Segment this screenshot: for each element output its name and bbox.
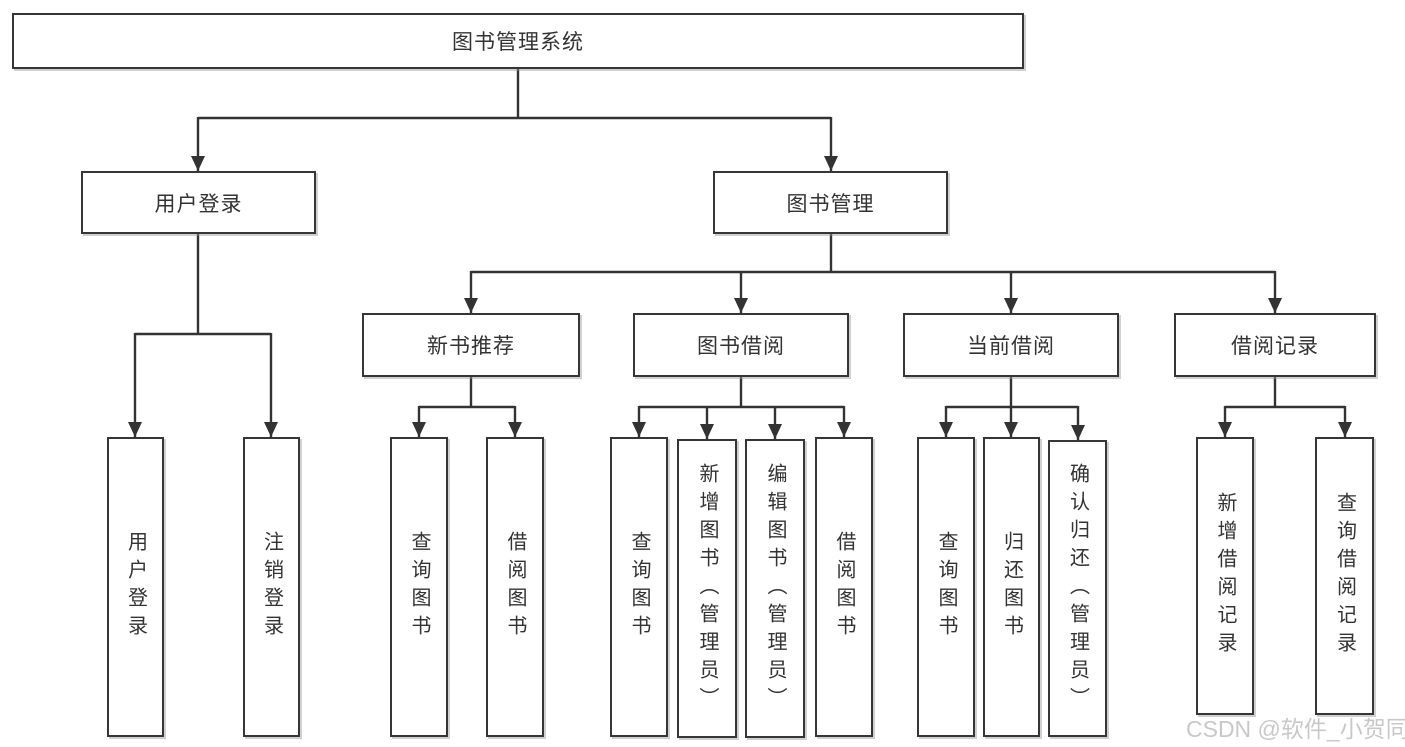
node-query-borrow-record: 查询借阅记录 — [1315, 437, 1374, 715]
node-borrow-records: 借阅记录 — [1174, 313, 1376, 377]
node-library-management-system: 图书管理系统 — [12, 13, 1024, 69]
node-label: 确认归还（管理员） — [1066, 462, 1089, 715]
csdn-watermark: CSDN @软件_小贺同学 — [1186, 716, 1405, 742]
node-label: 查询图书 — [408, 531, 430, 643]
node-edit-book-admin: 编辑图书（管理员） — [745, 439, 805, 738]
node-label: 新增图书（管理员） — [696, 462, 718, 715]
node-query-books-recommend: 查询图书 — [390, 437, 448, 737]
node-label: 查询借阅记录 — [1333, 492, 1356, 660]
node-label: 注销登录 — [260, 531, 283, 643]
node-label: 查询图书 — [935, 531, 957, 643]
node-return-book: 归还图书 — [983, 437, 1040, 737]
node-logout: 注销登录 — [243, 437, 300, 737]
node-label: 归还图书 — [1000, 531, 1023, 643]
node-borrow-books-recommend: 借阅图书 — [486, 437, 544, 737]
node-confirm-return-admin: 确认归还（管理员） — [1048, 440, 1107, 737]
node-label: 新增借阅记录 — [1214, 492, 1236, 660]
node-label: 查询图书 — [628, 531, 650, 643]
node-query-books-current: 查询图书 — [917, 437, 975, 737]
node-label: 编辑图书（管理员） — [764, 462, 786, 715]
node-add-borrow-record: 新增借阅记录 — [1196, 437, 1254, 715]
node-new-book-recommend: 新书推荐 — [362, 313, 580, 377]
node-borrow-books: 借阅图书 — [815, 437, 873, 737]
node-label: 用户登录 — [124, 531, 147, 643]
node-query-books-borrow: 查询图书 — [610, 437, 668, 737]
node-book-borrow: 图书借阅 — [633, 313, 849, 377]
node-user-login-action: 用户登录 — [107, 437, 164, 737]
node-user-login: 用户登录 — [81, 171, 316, 234]
node-current-borrow: 当前借阅 — [903, 313, 1119, 377]
node-book-management: 图书管理 — [713, 171, 948, 234]
node-label: 借阅图书 — [504, 531, 526, 643]
node-add-book-admin: 新增图书（管理员） — [677, 439, 737, 738]
node-label: 借阅图书 — [833, 531, 855, 643]
